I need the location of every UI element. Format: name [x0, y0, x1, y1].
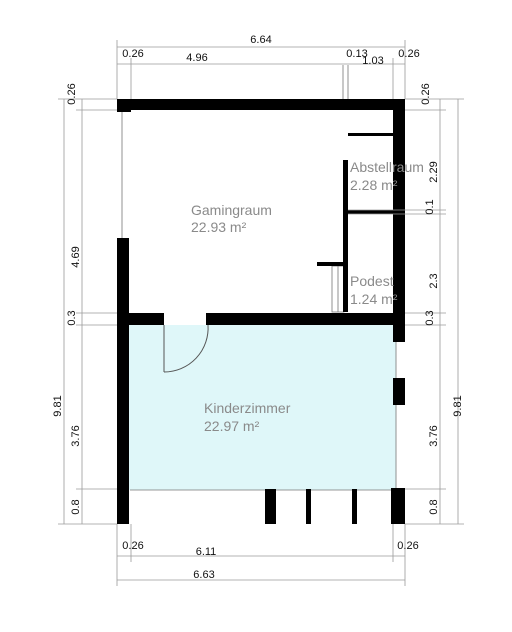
wall-right [393, 99, 405, 342]
wall-abstellraum-vertical [343, 160, 348, 312]
door-swing-arc [163, 324, 209, 373]
dim-bottom-inner: 6.11 [196, 546, 217, 558]
wall-left-upper [117, 238, 129, 322]
dim-left-top-wall: 0.26 [66, 83, 78, 104]
dim-top-partition: 0.13 [346, 48, 367, 60]
wall-top [117, 99, 404, 110]
wall-abstellraum-partition [348, 210, 393, 214]
dim-bottom-left-wall: 0.26 [122, 540, 143, 552]
dim-right-lower: 3.76 [428, 425, 440, 446]
wall-abstellraum-stub [348, 133, 393, 136]
dim-left-lower: 3.76 [70, 425, 82, 446]
dim-bottom-overall: 6.63 [193, 569, 214, 581]
dim-right-top-wall: 0.26 [420, 83, 432, 104]
podest-name: Podest [350, 273, 394, 289]
wall-floor-left [117, 313, 164, 325]
dim-right-bottom: 0.8 [428, 499, 440, 514]
dim-left-upper: 4.69 [70, 246, 82, 267]
wall-podest-top [317, 262, 348, 266]
dim-right-partition: 0.1 [424, 199, 436, 214]
kinderzimmer-area: 22.97 m² [204, 418, 260, 434]
dim-right-podest: 2.3 [428, 273, 440, 288]
kinderzimmer-name: Kinderzimmer [204, 400, 291, 416]
dim-left-bottom: 0.8 [70, 499, 82, 514]
wall-window-2 [306, 489, 311, 524]
wall-right-bottom [391, 488, 405, 524]
wall-top-left-post [117, 99, 131, 112]
dim-top-overall: 6.64 [250, 34, 271, 46]
dim-right-abst: 2.29 [428, 161, 440, 182]
kinderzimmer-floor [128, 325, 396, 490]
wall-window-1 [265, 489, 276, 524]
dim-left-floor: 0.3 [66, 310, 78, 325]
abstellraum-name: Abstellraum [350, 159, 424, 175]
gamingraum-area: 22.93 m² [191, 219, 247, 235]
dimension-lines [58, 40, 464, 586]
wall-floor-right [206, 313, 405, 325]
walls [117, 99, 405, 524]
dim-right-floor: 0.3 [424, 310, 436, 325]
dim-top-inner: 4.96 [186, 52, 207, 64]
abstellraum-area: 2.28 m² [350, 177, 398, 193]
dim-left-overall: 9.81 [52, 395, 64, 416]
wall-left-lower [117, 322, 129, 524]
wall-window-3 [352, 489, 357, 524]
podest-area: 1.24 m² [350, 291, 398, 307]
gamingraum-name: Gamingraum [191, 202, 272, 218]
dim-top-left-wall: 0.26 [122, 48, 143, 60]
dim-top-right-wall: 0.26 [398, 48, 419, 60]
dim-bottom-right-wall: 0.26 [397, 540, 418, 552]
dim-top-small: 1.03 [362, 55, 383, 67]
door [163, 324, 209, 373]
dim-right-overall: 9.81 [452, 395, 464, 416]
wall-right-segment [393, 378, 405, 405]
